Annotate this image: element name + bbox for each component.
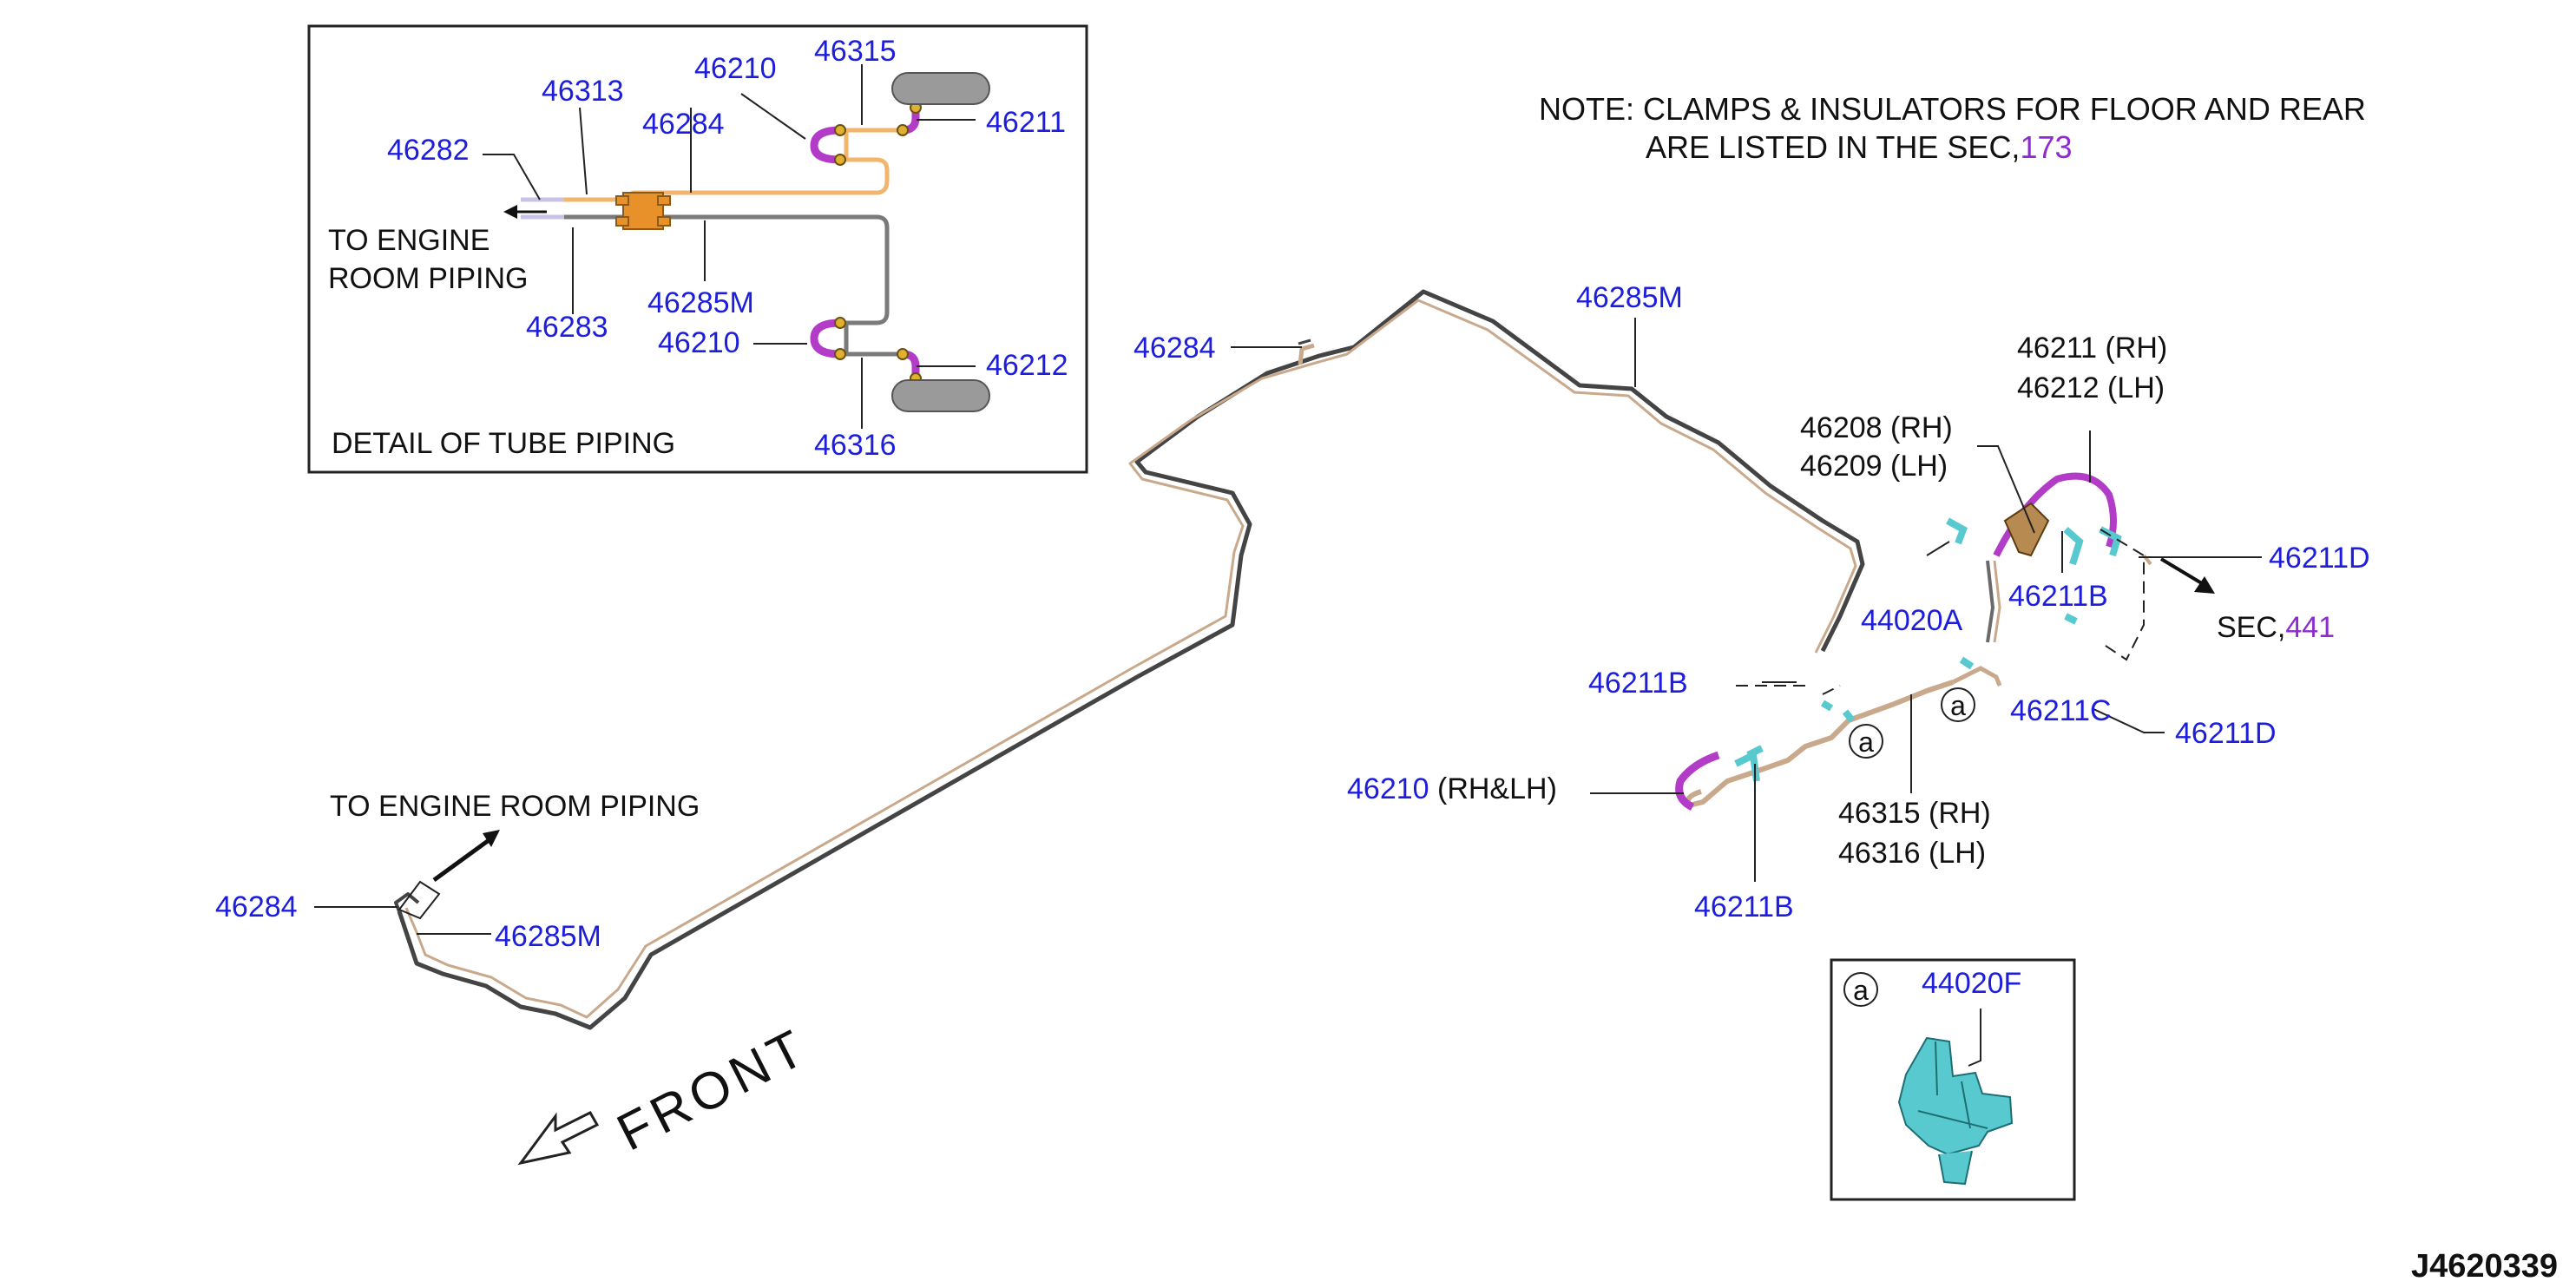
diagram-code: J4620339 — [2411, 1248, 2559, 1285]
detail-part-46210-bottom[interactable]: 46210 — [658, 326, 740, 359]
detail-hose-bottom — [810, 319, 841, 358]
detail-caliper-bottom — [891, 379, 990, 412]
part-46285M-left[interactable]: 46285M — [495, 920, 601, 953]
part-46211C[interactable]: 46211C — [2010, 694, 2112, 727]
part-46210-rh-lh: 46210 (RH&LH) — [1347, 772, 1557, 805]
main-brake-line — [394, 289, 1865, 1030]
detail-part-46210-top[interactable]: 46210 — [694, 52, 777, 85]
label-to-engine-room-piping: TO ENGINE ROOM PIPING — [330, 790, 700, 823]
detail-engine-label-2: ROOM PIPING — [328, 262, 529, 295]
note-line-2: ARE LISTED IN THE SEC,173 — [1646, 128, 2073, 167]
label-46315-rh: 46315 (RH) — [1838, 797, 1991, 830]
detail-caliper-top — [891, 72, 990, 105]
part-46210-main[interactable]: 46210 — [1347, 772, 1429, 805]
detail-part-46313[interactable]: 46313 — [542, 75, 624, 108]
clip-box-frame — [1830, 958, 2076, 1201]
clip-44020F-drawing — [1897, 1009, 2014, 1186]
part-46285M-top[interactable]: 46285M — [1576, 281, 1683, 314]
part-46284-left[interactable]: 46284 — [215, 890, 298, 923]
detail-part-46283[interactable]: 46283 — [526, 311, 608, 344]
label-46212-lh: 46212 (LH) — [2017, 371, 2165, 404]
part-44020A[interactable]: 44020A — [1861, 604, 1963, 637]
detail-part-46285M[interactable]: 46285M — [647, 286, 754, 319]
part-46211D-top[interactable]: 46211D — [2269, 542, 2370, 575]
part-44020F[interactable]: 44020F — [1922, 967, 2022, 1000]
clip-box-circle-a: a — [1843, 972, 1878, 1007]
detail-part-46284[interactable]: 46284 — [642, 108, 725, 141]
detail-orange-tube — [547, 128, 903, 202]
detail-gray-tube — [547, 214, 903, 357]
clip-ref-circle-a-2: a — [1849, 724, 1883, 759]
detail-box-frame — [307, 24, 1088, 474]
label-46208-rh: 46208 (RH) — [1800, 411, 1953, 444]
detail-part-46316[interactable]: 46316 — [814, 429, 897, 462]
note-section-link[interactable]: 173 — [2020, 129, 2073, 165]
front-arrow — [517, 1111, 600, 1166]
label-46211-rh: 46211 (RH) — [2017, 332, 2168, 365]
label-46316-lh: 46316 (LH) — [1838, 837, 1987, 870]
note-line-1: NOTE: CLAMPS & INSULATORS FOR FLOOR AND … — [1539, 91, 2366, 127]
part-46284-top[interactable]: 46284 — [1134, 332, 1216, 365]
detail-part-46212[interactable]: 46212 — [986, 349, 1068, 382]
sec-441-link[interactable]: 441 — [2285, 611, 2336, 644]
detail-connector — [622, 192, 664, 230]
part-46211D-bottom[interactable]: 46211D — [2175, 717, 2277, 750]
detail-part-46315[interactable]: 46315 — [814, 35, 897, 68]
label-46209-lh: 46209 (LH) — [1800, 450, 1948, 483]
sec-441-ref: SEC,441 — [2217, 611, 2335, 644]
clip-ref-circle-a-1: a — [1941, 687, 1975, 722]
detail-engine-label-1: TO ENGINE — [328, 224, 490, 257]
part-46210-suffix: (RH&LH) — [1437, 772, 1557, 805]
part-46211B-left[interactable]: 46211B — [1588, 667, 1688, 700]
detail-part-46211[interactable]: 46211 — [986, 106, 1067, 139]
part-46211B-mid[interactable]: 46211B — [2008, 580, 2108, 613]
note-line-2-text: ARE LISTED IN THE SEC, — [1646, 129, 2021, 165]
detail-hose-top — [810, 126, 841, 164]
detail-box-title: DETAIL OF TUBE PIPING — [332, 427, 676, 460]
rear-axle-assembly — [1675, 472, 2215, 812]
sec-441-prefix: SEC, — [2217, 611, 2286, 644]
part-46211B-bottom[interactable]: 46211B — [1694, 890, 1794, 923]
detail-part-46282[interactable]: 46282 — [387, 134, 470, 167]
